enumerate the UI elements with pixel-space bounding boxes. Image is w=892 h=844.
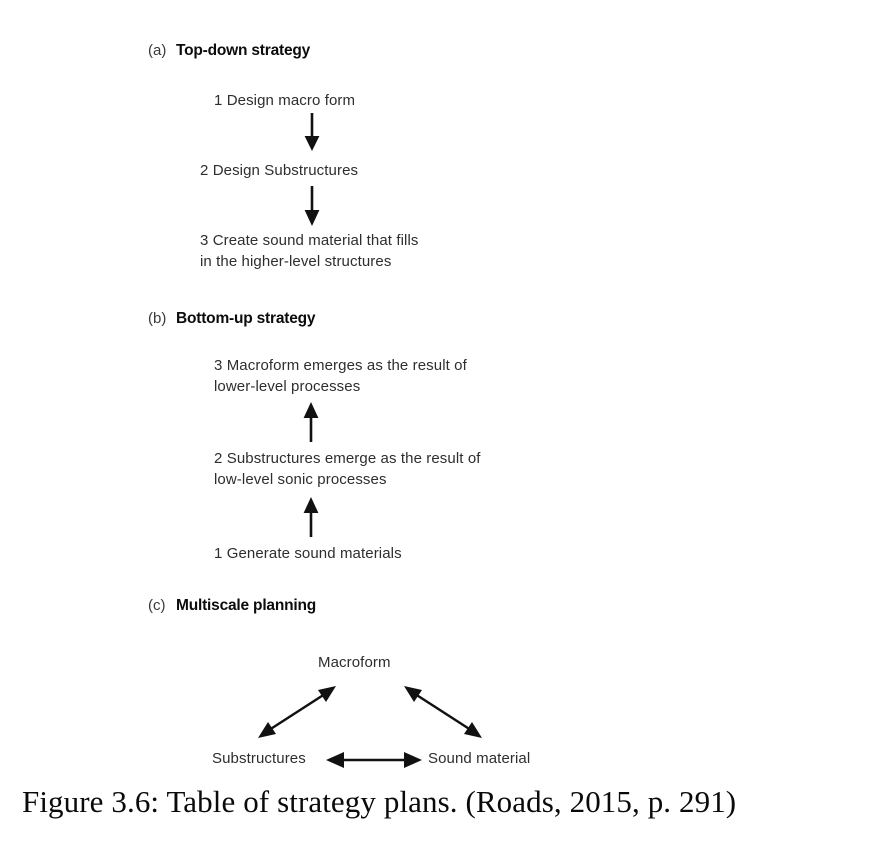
section-a-step-3-line-1: 3 Create sound material that fills	[200, 232, 419, 249]
section-c-title: Multiscale planning	[176, 597, 317, 614]
section-c-label: (c)	[148, 597, 166, 614]
section-a-label: (a)	[148, 42, 167, 59]
arrow-down-a-1	[303, 113, 321, 151]
section-b-step-3-line-1: 3 Macroform emerges as the result of	[214, 357, 467, 374]
section-a-title: Top-down strategy	[176, 42, 311, 59]
section-b-label: (b)	[148, 310, 167, 327]
arrow-up-b-1	[302, 402, 320, 442]
arrow-down-a-2	[303, 186, 321, 226]
arrow-bidirectional-substructures-macroform	[252, 678, 342, 746]
arrow-bidirectional-substructures-sound-material	[326, 748, 422, 772]
section-b-title: Bottom-up strategy	[176, 310, 316, 327]
node-sound-material: Sound material	[428, 750, 531, 767]
section-a-step-1: 1 Design macro form	[214, 92, 356, 109]
section-a-step-2: 2 Design Substructures	[200, 162, 359, 179]
node-macroform: Macroform	[318, 654, 391, 671]
node-substructures: Substructures	[212, 750, 306, 767]
section-a-step-3-line-2: in the higher-level structures	[200, 253, 392, 270]
arrow-up-b-2	[302, 497, 320, 537]
section-b-step-3-line-2: lower-level processes	[214, 378, 361, 395]
arrow-bidirectional-macroform-sound-material	[398, 678, 488, 746]
figure-caption: Figure 3.6: Table of strategy plans. (Ro…	[22, 784, 737, 819]
section-b-step-2-line-1: 2 Substructures emerge as the result of	[214, 450, 481, 467]
section-b-step-2-line-2: low-level sonic processes	[214, 471, 387, 488]
section-b-step-1: 1 Generate sound materials	[214, 545, 402, 562]
